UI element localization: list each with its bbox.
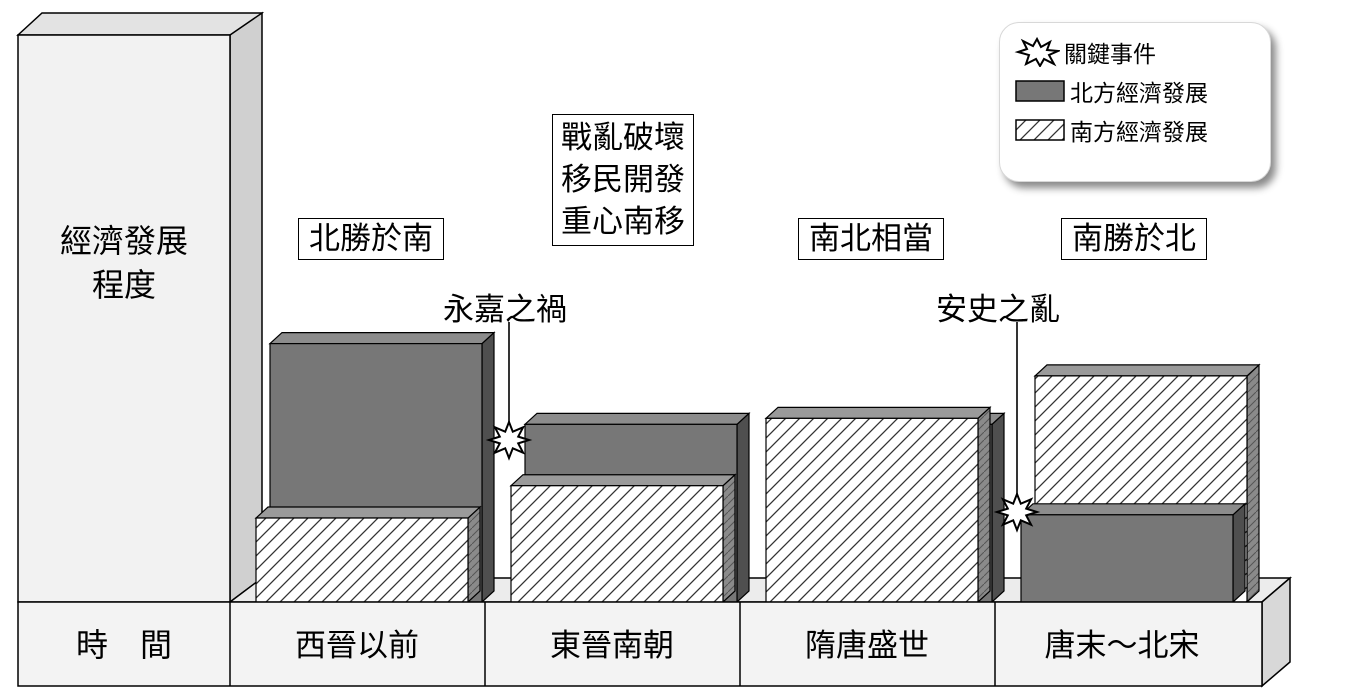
event-label-yongjia: 永嘉之禍 — [443, 292, 567, 328]
legend-item-key-event: 關鍵事件 — [1014, 35, 1156, 69]
category-label-1: 東晉南朝 — [550, 628, 674, 664]
events-layer — [485, 322, 1041, 533]
legend-label-key-event: 關鍵事件 — [1064, 42, 1156, 68]
bar-south-2 — [764, 405, 992, 604]
y-axis-label-line2: 程度 — [92, 266, 156, 304]
legend-label-north: 北方經濟發展 — [1070, 81, 1208, 107]
transition-note-line3: 重心南移 — [561, 204, 685, 240]
bar-south-0 — [254, 505, 482, 604]
legend-label-south: 南方經濟發展 — [1070, 120, 1208, 146]
legend: 關鍵事件 北方經濟發展 南方經濟發展 — [999, 22, 1271, 182]
event-label-anshi: 安史之亂 — [936, 292, 1060, 328]
x-axis-row: 時 間 — [17, 576, 1291, 688]
solid-swatch — [1015, 80, 1065, 102]
transition-note-line1: 戰亂破壞 — [561, 120, 685, 156]
y-axis-label-line1: 經濟發展 — [60, 222, 188, 260]
y-axis-panel — [16, 11, 265, 604]
hatched-swatch — [1015, 119, 1065, 141]
category-label-2: 隋唐盛世 — [805, 628, 929, 664]
time-header: 時 間 — [76, 626, 172, 664]
bar-south-1 — [509, 473, 737, 604]
bars-layer — [254, 331, 1261, 604]
period-label-south-dominant: 南勝於北 — [1061, 218, 1207, 260]
transition-note-line2: 移民開發 — [561, 162, 685, 198]
legend-item-north: 北方經濟發展 — [1014, 74, 1208, 108]
period-label-north-dominant: 北勝於南 — [298, 218, 444, 260]
legend-item-south: 南方經濟發展 — [1014, 113, 1208, 147]
event-burst-icon-0 — [485, 419, 533, 461]
category-label-0: 西晉以前 — [295, 628, 419, 664]
transition-note: 戰亂破壞 移民開發 重心南移 — [552, 114, 694, 246]
event-burst-icon-1 — [993, 491, 1041, 533]
category-labels: 西晉以前 東晉南朝 隋唐盛世 唐末～北宋 — [295, 628, 1200, 664]
bar-north-3 — [1019, 502, 1247, 604]
burst-icon — [1014, 37, 1060, 67]
period-label-balanced: 南北相當 — [798, 218, 944, 260]
category-label-3: 唐末～北宋 — [1045, 628, 1200, 664]
